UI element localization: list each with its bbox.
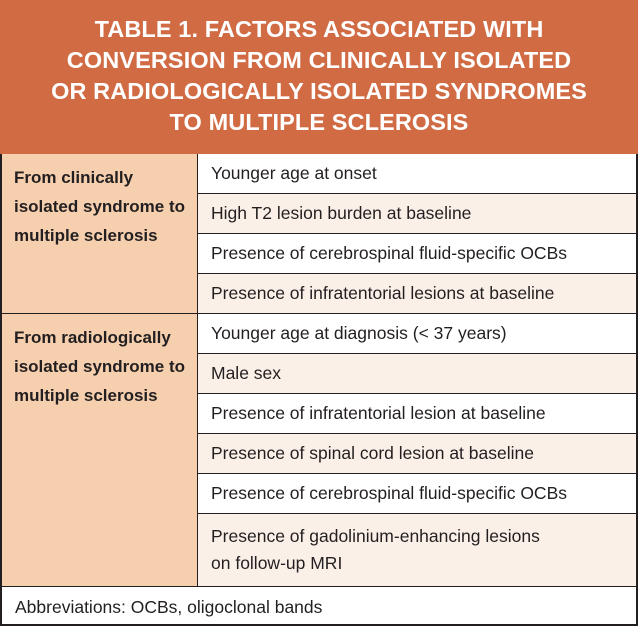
table-row: Presence of spinal cord lesion at baseli…: [198, 433, 636, 474]
section-label-line-4: syndrome to: [82, 356, 186, 376]
section-label-radiologically-isolated-syndrome: From radiologically isolated syndrome to…: [2, 313, 198, 586]
section-label-line-2: radiologically: [61, 327, 171, 347]
section-label-line-4: multiple sclerosis: [14, 225, 158, 245]
table-row-line-1: Presence of gadolinium-enhancing lesions: [211, 525, 540, 546]
section-label-line-1: From: [14, 327, 57, 347]
section-label-line-3: isolated: [14, 356, 79, 376]
table-row: Male sex: [198, 353, 636, 394]
table-row: Presence of infratentorial lesion at bas…: [198, 393, 636, 434]
table-row-line-2: on follow-up MRI: [211, 552, 343, 573]
section-rows-clinically-isolated-syndrome: Younger age at onset High T2 lesion burd…: [198, 153, 636, 313]
table-row: Younger age at diagnosis (< 37 years): [198, 313, 636, 354]
table-row: Younger age at onset: [198, 153, 636, 194]
section-label-line-5: multiple sclerosis: [14, 385, 158, 405]
table-row: High T2 lesion burden at baseline: [198, 193, 636, 234]
table-title: TABLE 1. FACTORS ASSOCIATED WITH CONVERS…: [0, 0, 638, 154]
section-label-line-3: syndrome to: [82, 196, 186, 216]
table-row: Presence of gadolinium-enhancing lesions…: [198, 513, 636, 586]
table-title-line-1: TABLE 1. FACTORS ASSOCIATED WITH: [94, 15, 544, 42]
table-body: From clinically isolated syndrome to mul…: [0, 153, 638, 626]
section-label-line-2: isolated: [14, 196, 79, 216]
table-row: Presence of infratentorial lesions at ba…: [198, 273, 636, 313]
table-title-line-3: OR RADIOLOGICALLY ISOLATED SYNDROMES: [51, 77, 587, 104]
section-label-line-1: From clinically: [14, 167, 134, 187]
table-title-text: TABLE 1. FACTORS ASSOCIATED WITH CONVERS…: [51, 14, 587, 138]
section-clinically-isolated-syndrome: From clinically isolated syndrome to mul…: [2, 153, 636, 314]
table-title-line-2: CONVERSION FROM CLINICALLY ISOLATED: [66, 46, 572, 73]
table-footnote-abbreviations: Abbreviations: OCBs, oligoclonal bands: [2, 586, 636, 624]
section-radiologically-isolated-syndrome: From radiologically isolated syndrome to…: [2, 313, 636, 587]
section-rows-radiologically-isolated-syndrome: Younger age at diagnosis (< 37 years) Ma…: [198, 313, 636, 586]
table-row: Presence of cerebrospinal fluid-specific…: [198, 473, 636, 514]
table-row: Presence of cerebrospinal fluid-specific…: [198, 233, 636, 274]
section-label-clinically-isolated-syndrome: From clinically isolated syndrome to mul…: [2, 153, 198, 313]
table-title-line-4: TO MULTIPLE SCLEROSIS: [169, 108, 469, 135]
